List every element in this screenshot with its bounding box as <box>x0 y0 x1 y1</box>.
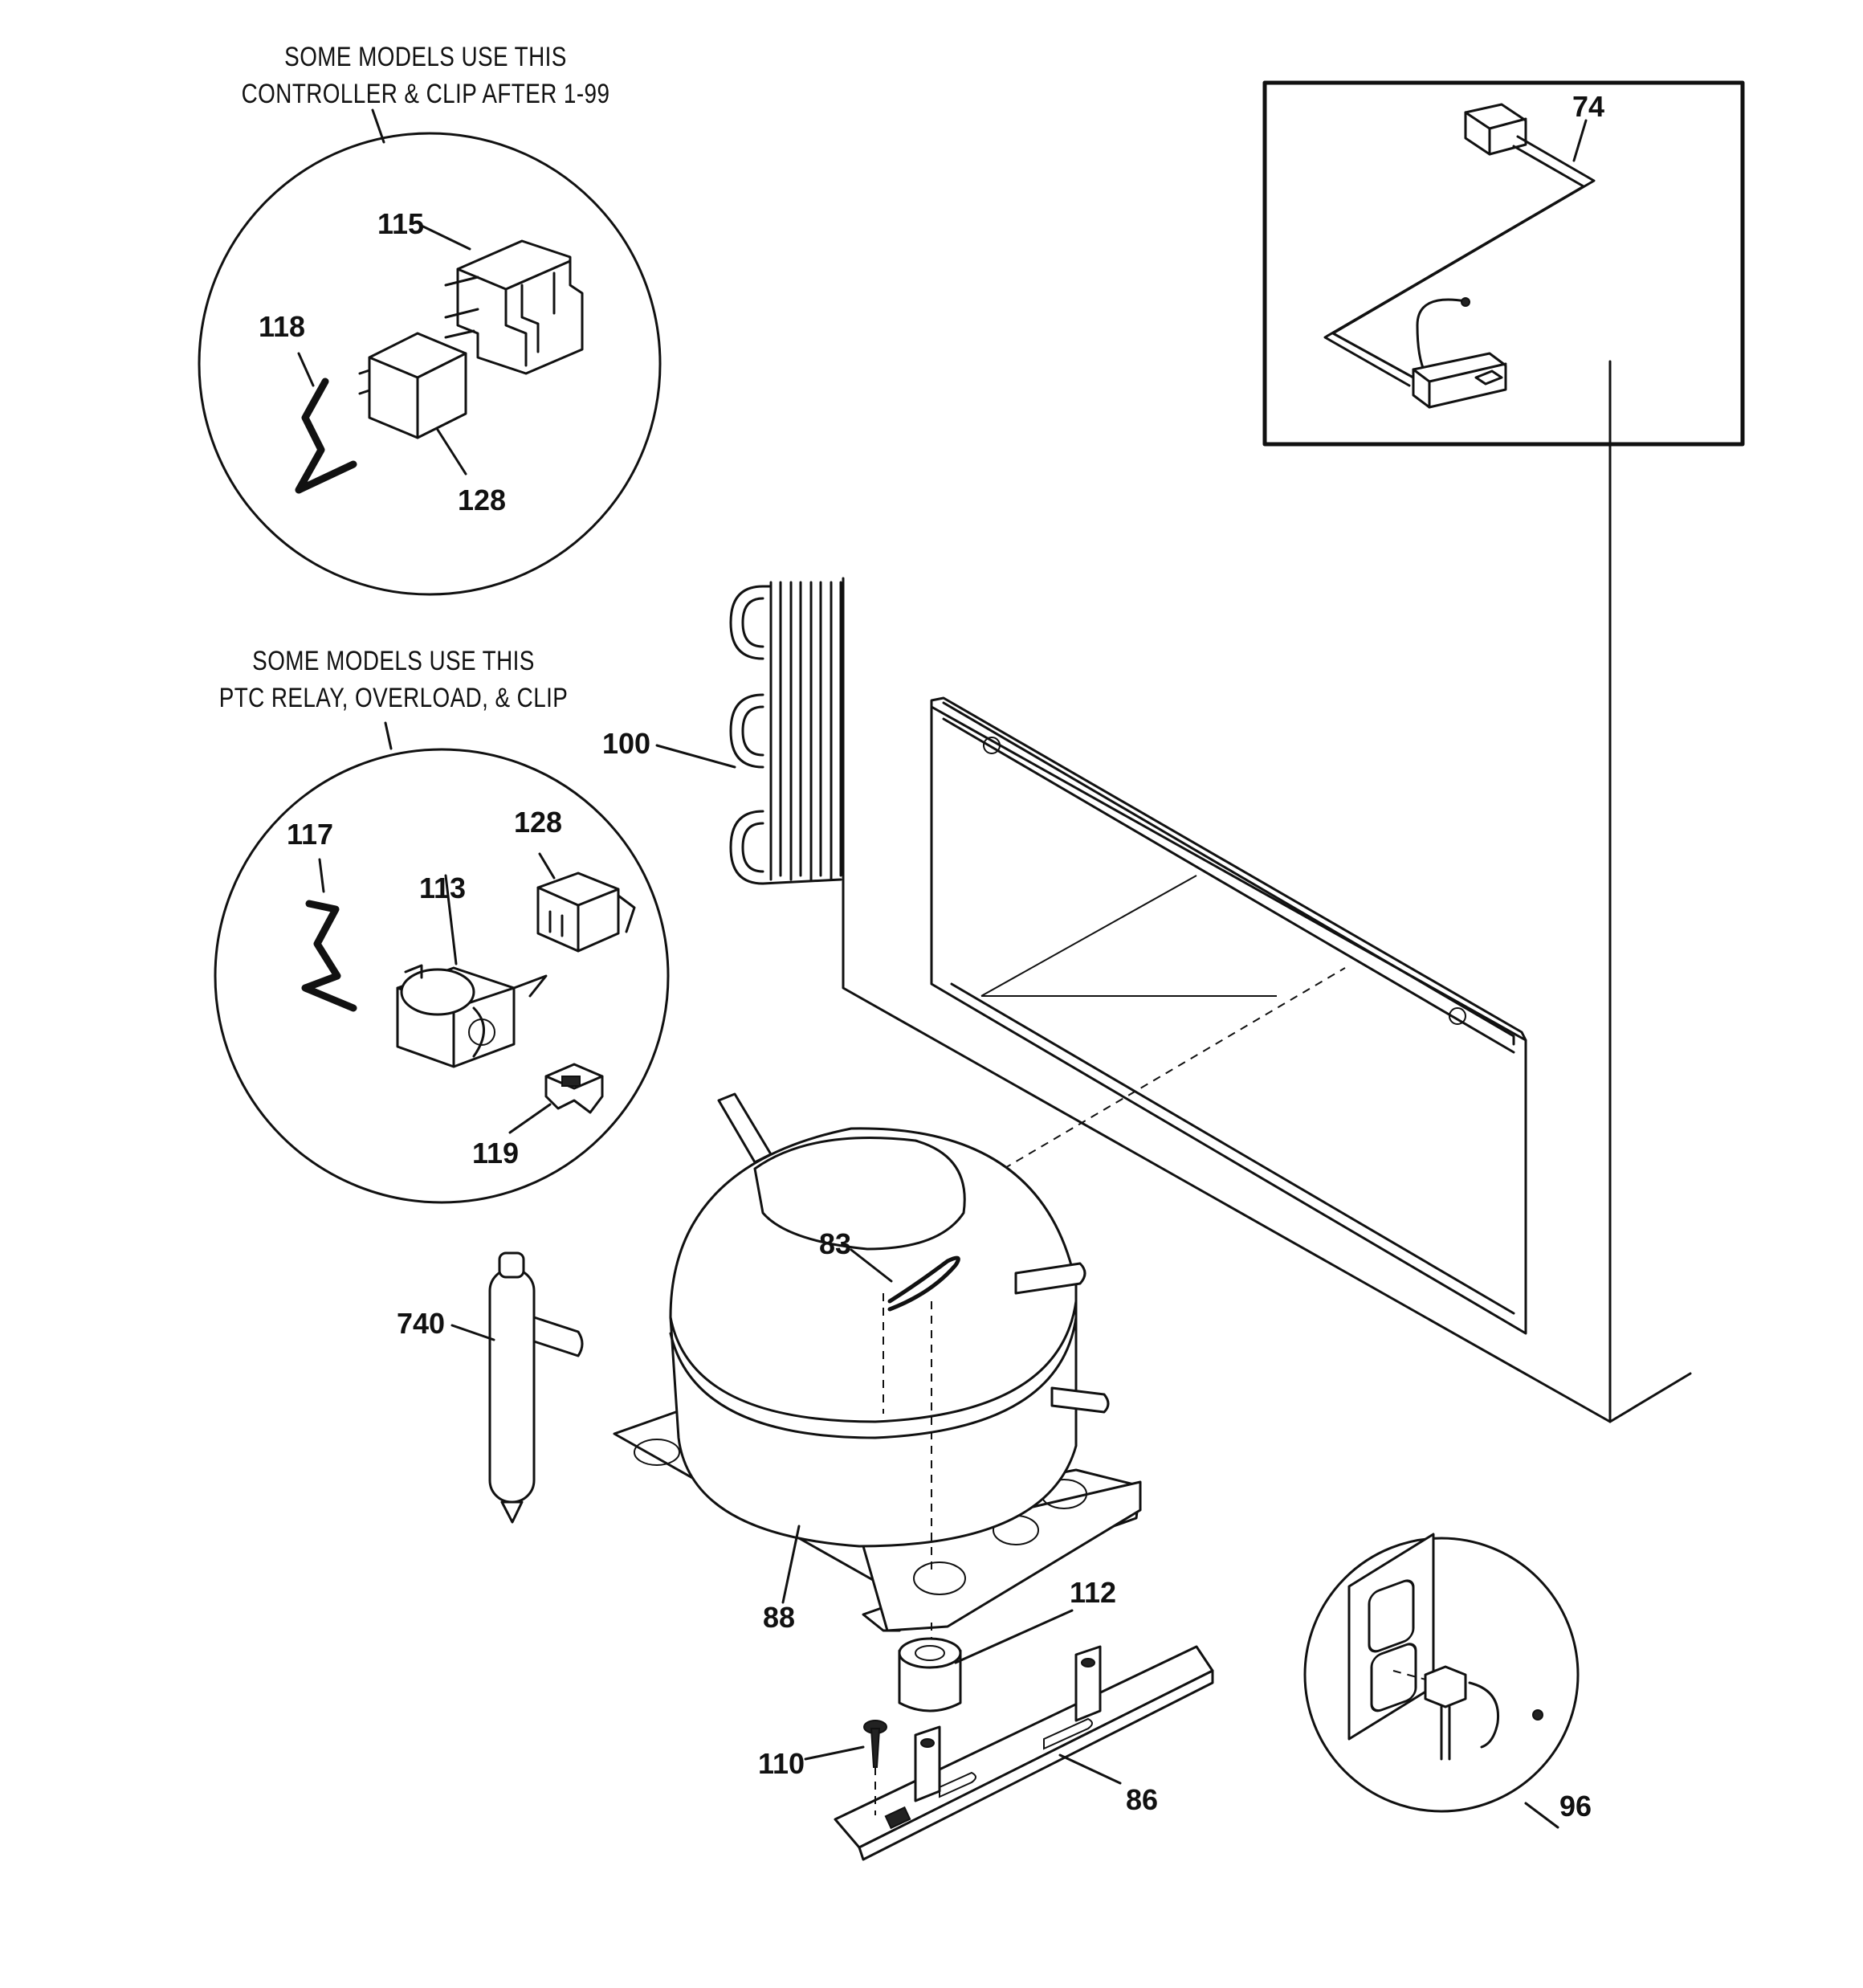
callout-96: 96 <box>1559 1790 1592 1823</box>
callout-115: 115 <box>377 207 425 240</box>
inset-box-harness <box>1262 80 1745 447</box>
callout-740: 740 <box>397 1307 446 1340</box>
callout-110: 110 <box>758 1747 805 1780</box>
callout-83: 83 <box>819 1227 852 1260</box>
callout-118: 118 <box>259 310 306 343</box>
note-controller-line2: CONTROLLER & CLIP AFTER 1-99 <box>241 79 610 109</box>
callout-112: 112 <box>1070 1576 1117 1609</box>
callout-113: 113 <box>419 872 467 904</box>
callout-128-mid: 128 <box>514 806 563 839</box>
circle-controller-clip <box>198 108 662 596</box>
callout-74: 74 <box>1572 90 1605 123</box>
leader-74 <box>1572 119 1588 162</box>
note-ptc-line2: PTC RELAY, OVERLOAD, & CLIP <box>218 683 569 713</box>
callout-86: 86 <box>1126 1783 1159 1816</box>
note-ptc-line1: SOME MODELS USE THIS <box>252 646 535 676</box>
circle-ptc-relay <box>214 721 670 1204</box>
compressor <box>613 1092 1142 1655</box>
callout-117: 117 <box>287 818 334 851</box>
callout-119: 119 <box>472 1137 520 1170</box>
note-controller-line1: SOME MODELS USE THIS <box>284 42 567 72</box>
note-controller-clip: SOME MODELS USE THIS CONTROLLER & CLIP A… <box>234 39 617 112</box>
callout-100: 100 <box>602 727 651 760</box>
circle-outlet <box>1303 1533 1580 1829</box>
callout-128-top: 128 <box>458 484 507 516</box>
callout-88: 88 <box>763 1601 796 1634</box>
cabinet-back <box>842 360 1692 1423</box>
note-ptc-relay: SOME MODELS USE THIS PTC RELAY, OVERLOAD… <box>209 643 577 716</box>
filter-drier <box>450 1251 584 1524</box>
condenser-coil <box>655 581 842 885</box>
mounting-hardware <box>804 1609 1214 1861</box>
